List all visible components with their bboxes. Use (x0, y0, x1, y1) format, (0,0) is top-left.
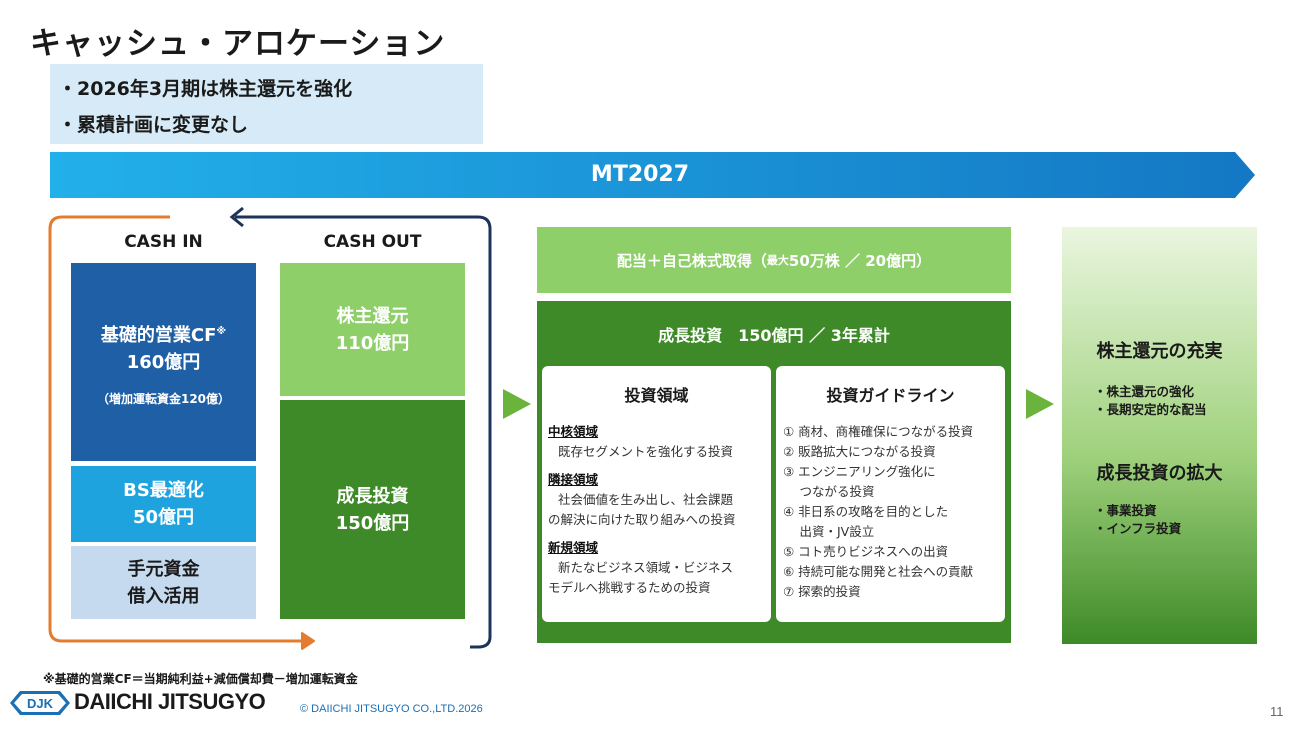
flow-arrow-icon (1026, 389, 1054, 419)
guideline-item: ③ エンジニアリング強化に (783, 464, 936, 479)
bs-optimization-box: BS最適化 50億円 (71, 466, 256, 542)
shareholder-return-box: 株主還元 110億円 (280, 263, 465, 396)
domain-desc: 新たなビジネス領域・ビジネス (558, 560, 734, 575)
domain-desc: 既存セグメントを強化する投資 (558, 444, 734, 459)
domain-desc: 社会価値を生み出し、社会課題 (558, 492, 734, 507)
cash-on-hand-label: 手元資金 (127, 558, 200, 580)
footnote: ※基礎的営業CF＝当期純利益+減価償却費－増加運転資金 (43, 672, 358, 686)
footnote-mark: ※ (216, 325, 227, 337)
guideline-item: ⑦ 探索的投資 (783, 584, 861, 599)
investment-domain-title: 投資領域 (624, 386, 689, 405)
operating-cf-box: 基礎的営業CF※ 160億円 （増加運転資金120億） (71, 263, 256, 461)
summary-bullet: ・2026年3月期は株主還元を強化 (58, 78, 353, 100)
shareholder-return-value: 110億円 (335, 332, 410, 354)
growth-investment-box: 成長投資 150億円 (280, 400, 465, 619)
growth-panel-title: 成長投資 150億円 ／ 3年累計 (658, 326, 890, 345)
page-title: キャッシュ・アロケーション (30, 26, 446, 62)
guideline-item: ④ 非日系の攻略を目的とした (783, 504, 949, 519)
page-number: 11 (1270, 704, 1284, 719)
investment-guideline-panel: 投資ガイドライン ① 商材、商権確保につながる投資 ② 販路拡大につながる投資 … (776, 366, 1005, 622)
guideline-item: ② 販路拡大につながる投資 (783, 444, 936, 459)
outcome-heading: 株主還元の充実 (1096, 341, 1223, 362)
outcome-item: ・インフラ投資 (1094, 521, 1182, 536)
borrowing-label: 借入活用 (127, 585, 200, 607)
domain-name: 隣接領域 (548, 472, 599, 487)
cash-out-header: CASH OUT (323, 232, 422, 252)
domain-name: 中核領域 (548, 424, 599, 439)
domain-desc: の解決に向けた取り組みへの投資 (548, 512, 736, 527)
outcome-heading: 成長投資の拡大 (1096, 463, 1223, 484)
growth-investment-label: 成長投資 (336, 485, 409, 507)
mt2027-arrow (50, 152, 1255, 198)
company-logo-text: DAIICHI JITSUGYO (74, 689, 266, 714)
guideline-item: 出資・JV設立 (783, 524, 875, 539)
domain-name: 新規領域 (548, 540, 599, 555)
djk-logo-icon: DJK (10, 691, 70, 715)
investment-domain-panel: 投資領域 中核領域 既存セグメントを強化する投資 隣接領域 社会価値を生み出し、… (542, 366, 771, 622)
outcome-item: ・株主還元の強化 (1094, 384, 1195, 399)
working-capital-note: （増加運転資金120億） (96, 391, 231, 406)
growth-investment-value: 150億円 (335, 512, 410, 534)
summary-box: ・2026年3月期は株主還元を強化 ・累積計画に変更なし (50, 64, 483, 144)
outcome-item: ・事業投資 (1094, 503, 1157, 518)
dividend-text: 配当＋自己株式取得（ (616, 251, 767, 270)
dividend-amount: 50万株 ／ 20億円） (788, 251, 932, 270)
cash-on-hand-box: 手元資金 借入活用 (71, 546, 256, 619)
domain-desc: モデルへ挑戦するための投資 (548, 580, 711, 595)
cash-cycle-arrows (48, 206, 492, 650)
outcome-panel: 株主還元の充実 ・株主還元の強化 ・長期安定的な配当 成長投資の拡大 ・事業投資… (1062, 227, 1257, 644)
dividend-max-label: 最大 (766, 254, 789, 267)
shareholder-return-label: 株主還元 (336, 305, 409, 327)
operating-cf-value: 160億円 (126, 351, 201, 373)
logo-mark-text: DJK (27, 696, 54, 711)
guideline-item: ⑤ コト売りビジネスへの出資 (783, 544, 949, 559)
investment-guideline-title: 投資ガイドライン (826, 386, 955, 405)
flow-arrow-icon (503, 389, 531, 419)
mt2027-label: MT2027 (590, 162, 690, 187)
guideline-item: ① 商材、商権確保につながる投資 (783, 424, 974, 439)
guideline-item: つながる投資 (783, 484, 875, 499)
bs-optimization-value: 50億円 (132, 507, 195, 528)
summary-bullet: ・累積計画に変更なし (58, 114, 249, 136)
cash-in-header: CASH IN (124, 232, 203, 252)
bs-optimization-label: BS最適化 (123, 480, 204, 501)
copyright: © DAIICHI JITSUGYO CO.,LTD.2026 (300, 703, 483, 715)
guideline-item: ⑥ 持続可能な開発と社会への貢献 (783, 564, 974, 579)
operating-cf-label: 基礎的営業CF (100, 324, 217, 346)
outcome-item: ・長期安定的な配当 (1094, 402, 1207, 417)
